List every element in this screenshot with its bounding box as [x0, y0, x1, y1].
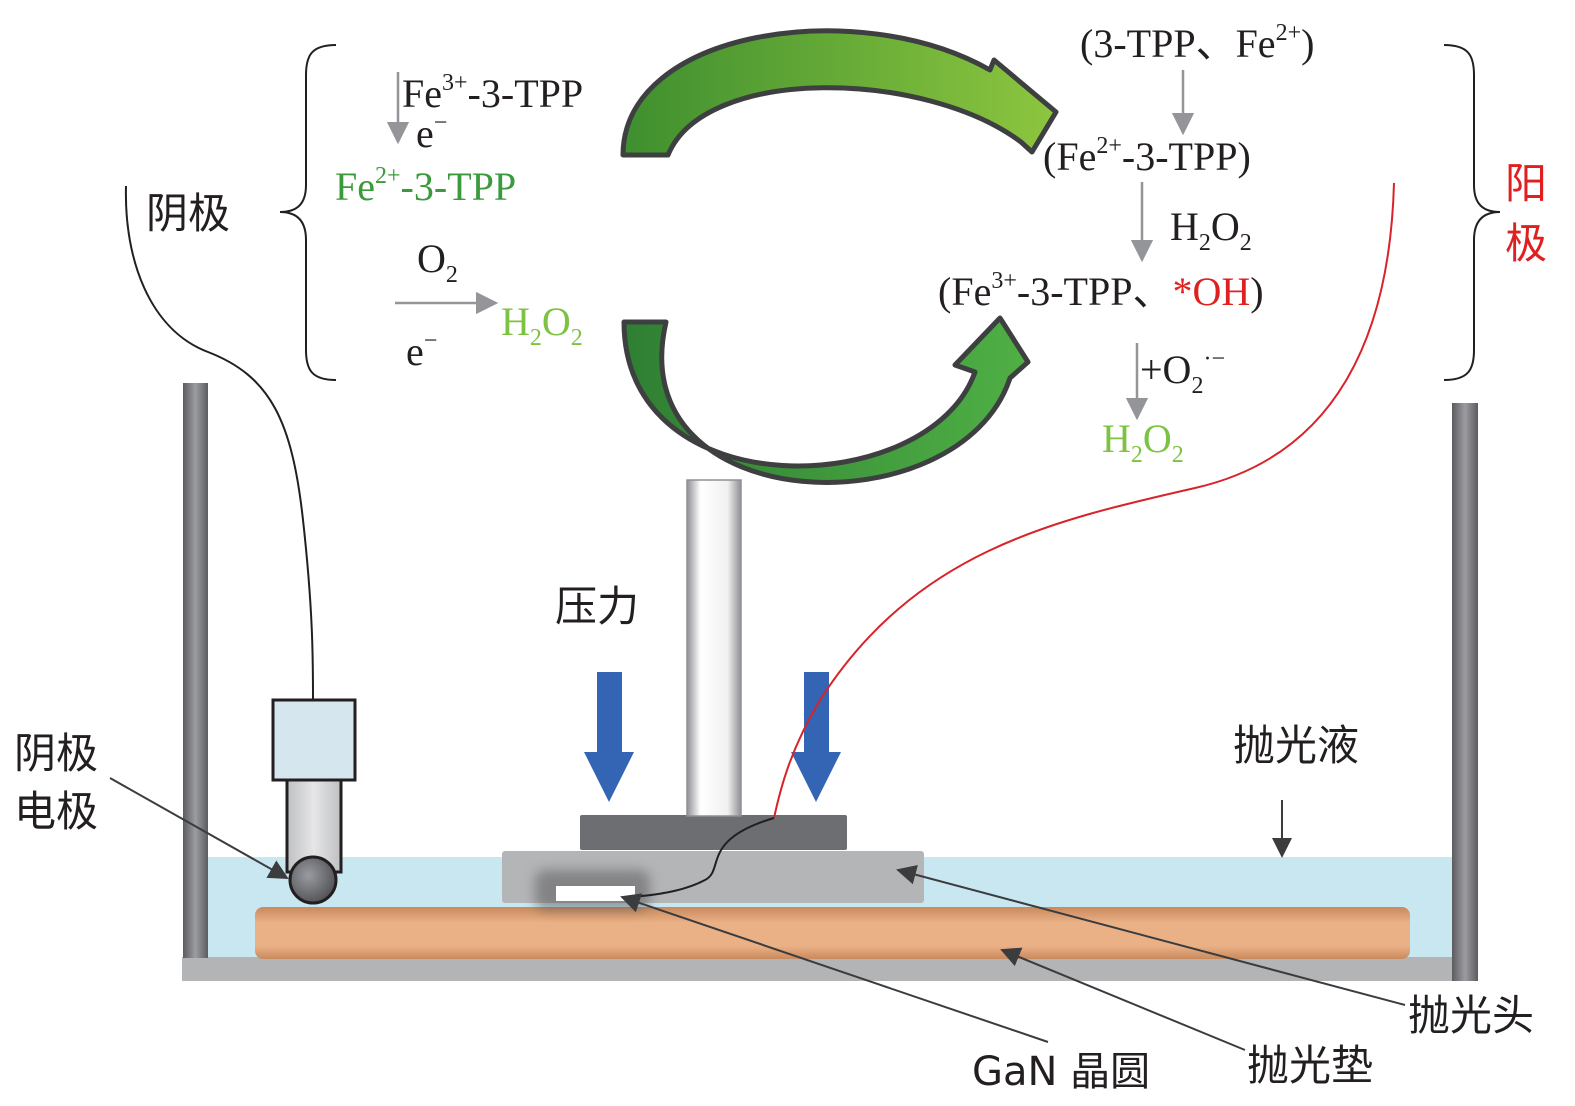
polishing-head-top	[580, 815, 847, 850]
polishing-pad	[255, 907, 1410, 959]
anode-fe2-complex: (Fe2+-3-TPP)	[1043, 133, 1251, 179]
label-polishing-pad: 抛光垫	[1247, 1041, 1373, 1090]
label-cathode: 阴极	[146, 189, 230, 238]
cathode-o2: O2	[417, 236, 458, 288]
anode-h2o2-reagent: H2O2	[1170, 204, 1252, 256]
pointer-cathode-electrode	[109, 777, 289, 879]
label-cathode-electrode-1: 阴极	[14, 729, 98, 778]
tank-wall-left	[183, 383, 208, 958]
anode-products: (Fe3+-3-TPP、*OH)	[938, 268, 1264, 314]
gan-wafer	[556, 886, 635, 901]
cathode-electrode-wheel	[288, 855, 338, 905]
tank-wall-right	[1452, 403, 1478, 981]
cathode-wire	[124, 185, 314, 701]
cathode-brace	[279, 44, 337, 381]
cathode-electrode-box	[271, 698, 357, 782]
cathode-h2o2: H2O2	[501, 299, 583, 351]
anode-brace	[1443, 44, 1501, 381]
anode-wire	[773, 182, 1395, 819]
label-gan-wafer: GaN 晶圆	[972, 1049, 1150, 1095]
label-polishing-liquid: 抛光液	[1233, 721, 1359, 770]
cathode-fe3-tpp: Fe3+-3-TPP	[402, 70, 583, 116]
label-anode-1: 阳	[1505, 159, 1547, 208]
cathode-fe2-tpp: Fe2+-3-TPP	[335, 163, 516, 209]
pressure-arrow-right	[791, 672, 841, 802]
anode-reactants: (3-TPP、Fe2+)	[1080, 20, 1314, 66]
pressure-rod	[686, 479, 742, 817]
pointer-gan-wafer	[620, 893, 1049, 1043]
pointer-polishing-head	[896, 864, 1406, 1006]
cathode-electron-1: e−	[416, 110, 447, 156]
cathode-electron-2: e−	[406, 328, 437, 374]
anode-h2o2-out: H2O2	[1102, 416, 1184, 468]
hydroxyl-radical: *OH	[1172, 269, 1250, 314]
label-pressure: 压力	[555, 582, 639, 631]
pressure-arrow-left	[584, 672, 634, 802]
label-cathode-electrode-2: 电极	[14, 787, 98, 836]
label-polishing-head: 抛光头	[1408, 991, 1534, 1040]
anode-superoxide: +O2·−	[1140, 346, 1225, 399]
cycle-arrow-top	[620, 28, 1059, 158]
anode-wire-inner	[627, 817, 775, 898]
label-anode-2: 极	[1505, 219, 1547, 268]
pointer-polishing-pad	[1000, 947, 1246, 1051]
cycle-arrow-bottom	[621, 315, 1031, 485]
tank-base	[182, 957, 1478, 981]
